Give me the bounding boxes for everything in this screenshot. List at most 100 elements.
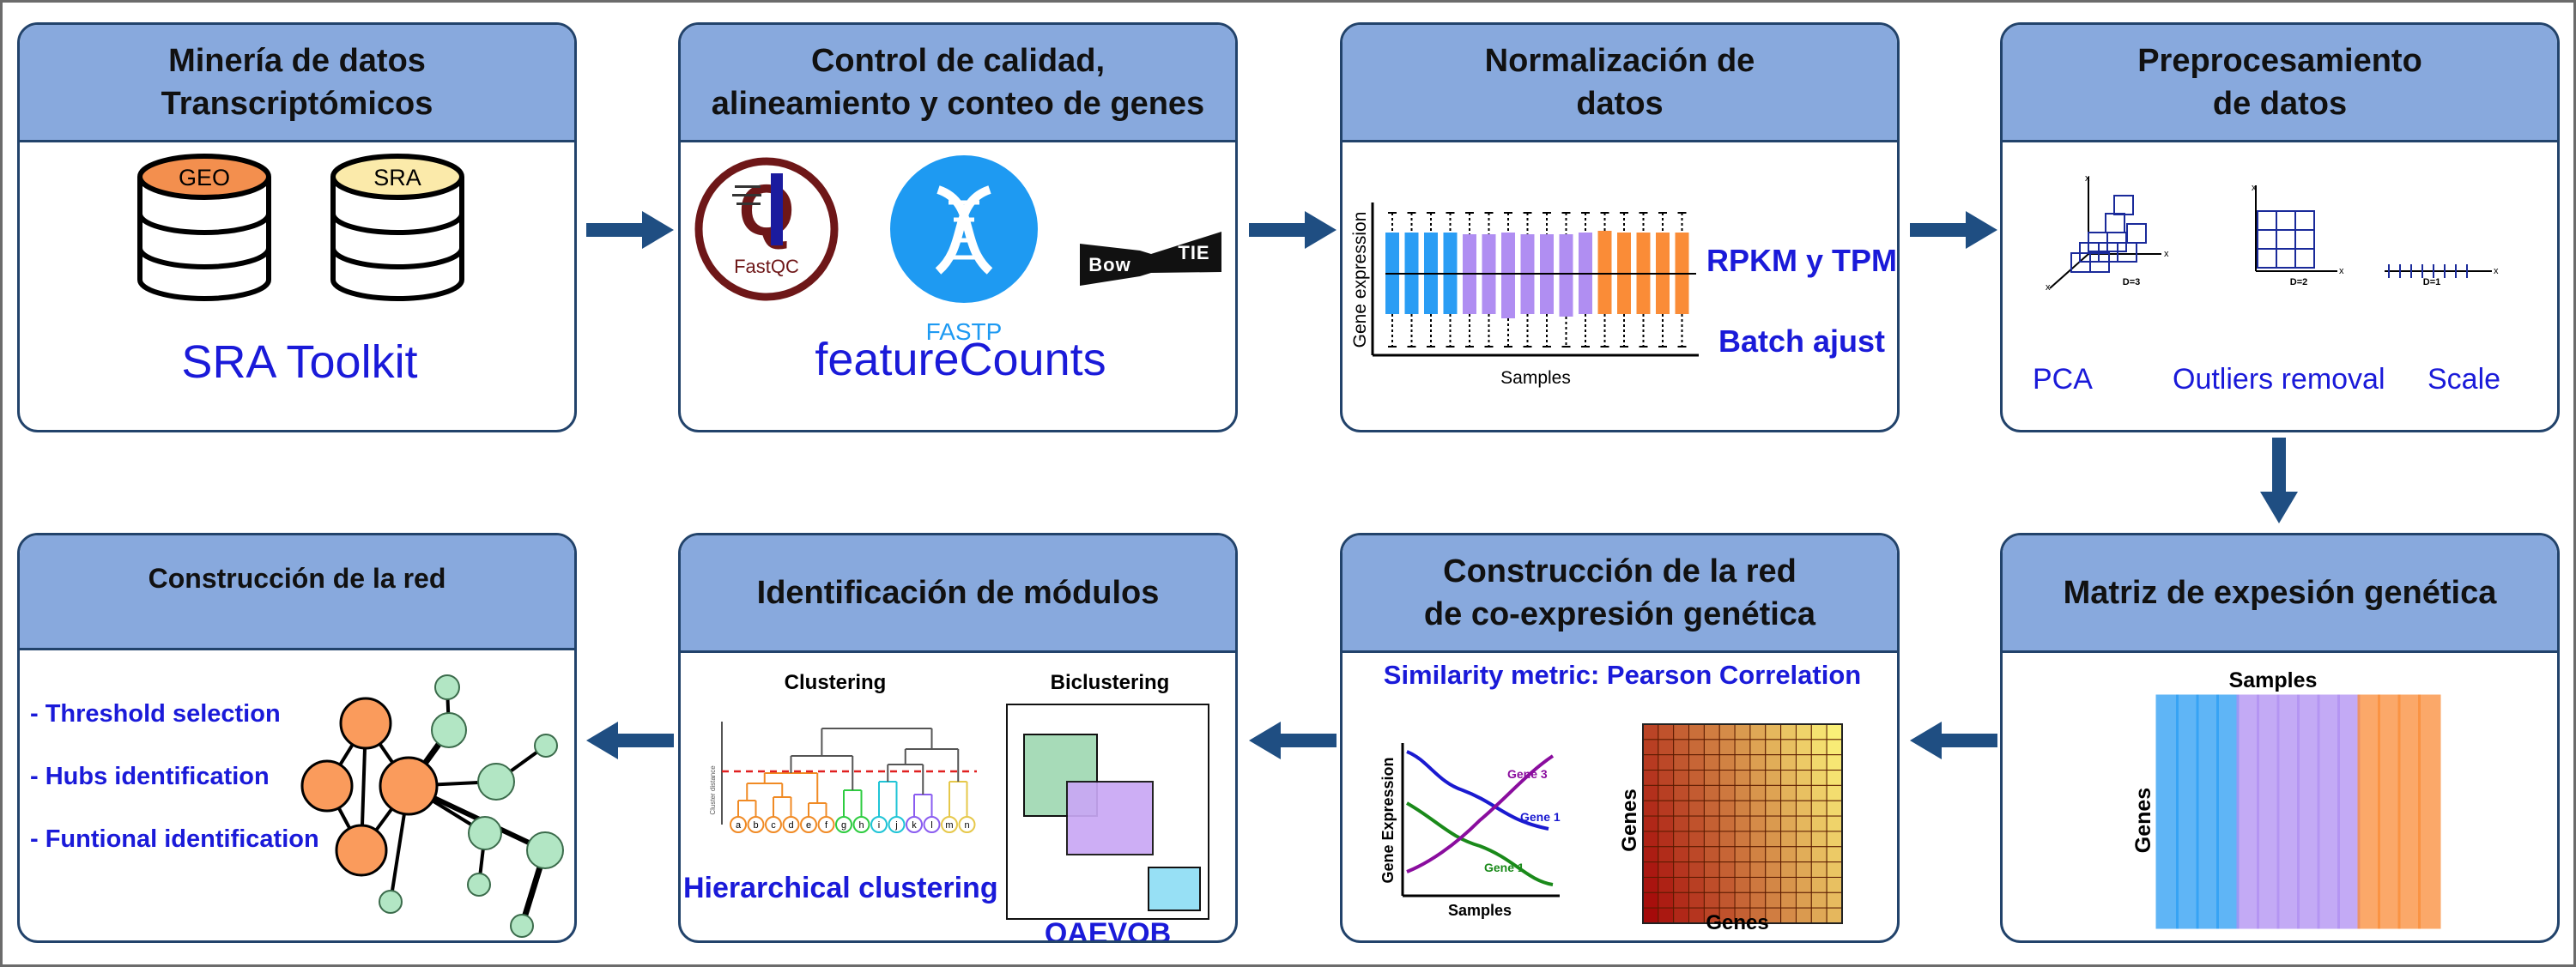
panel-title: Matriz de expesión genética (2063, 575, 2497, 611)
panel-network-construction: Construcción de la red - Threshold selec… (17, 533, 577, 943)
gene-curve (1406, 801, 1554, 886)
preprocessing-diagrams: x x x D=3 x x D=2 (2046, 173, 2499, 293)
heatmap-cell (1765, 876, 1782, 893)
heatmap-cell (1749, 784, 1767, 801)
dim-label: D=3 (2123, 277, 2141, 287)
panel-quality-control: Control de calidad, alineamiento y conte… (678, 22, 1238, 432)
heatmap-cell (1826, 723, 1843, 740)
heatmap-cell (1765, 754, 1782, 771)
heatmap-cell (1658, 846, 1675, 863)
heatmap-cell (1703, 815, 1720, 832)
heatmap-cell (1810, 754, 1827, 771)
panel-title-line-2: Transcriptómicos (161, 86, 433, 122)
matrix-column (2176, 694, 2199, 929)
network-node (477, 763, 515, 801)
dendrogram-leaf-label: l (930, 820, 932, 831)
panel-body: GEO SRA SRA Toolkit (20, 142, 574, 430)
boxplot-chart: Gene expression Samples (1350, 202, 1699, 388)
heatmap-cell (1703, 739, 1720, 756)
heatmap-cell (1703, 846, 1720, 863)
panel-title-line-2: alineamiento y conteo de genes (711, 86, 1205, 122)
heatmap-cell (1826, 846, 1843, 863)
dendrogram-leaf (765, 816, 782, 833)
heatmap-cell (1810, 815, 1827, 832)
heatmap-cell (1658, 907, 1675, 924)
dendrogram-leaf (800, 816, 817, 833)
grid-2d-diagram (2255, 185, 2337, 272)
heatmap-cell (1688, 739, 1705, 756)
heatmap-cell (1734, 891, 1751, 909)
heatmap-cell (1658, 876, 1675, 893)
axis-x1: x (2164, 249, 2169, 259)
heatmap-cell (1718, 784, 1736, 801)
heatmap-cell (1673, 861, 1690, 878)
axis-x2: x (2252, 183, 2257, 193)
panel-title: Identificación de módulos (756, 575, 1160, 611)
heatmap-cell (1749, 831, 1767, 848)
heatmap-cell (1826, 815, 1843, 832)
dendrogram-leaf-label: f (825, 820, 828, 831)
heatmap-cell (1826, 754, 1843, 771)
heatmap-cell (1826, 784, 1843, 801)
heatmap-cell (1718, 876, 1736, 893)
tool-logos: Q FastQC FASTP (694, 155, 1221, 345)
dendrogram-leaf (958, 816, 976, 833)
heatmap-cell (1734, 861, 1751, 878)
panel-title-line-2: datos (1576, 86, 1664, 122)
heatmap-cell (1749, 754, 1767, 771)
heatmap-cell (1765, 891, 1782, 909)
heatmap-cell (1673, 800, 1690, 817)
dendrogram-leaf (852, 816, 870, 833)
heatmap-cell (1642, 815, 1659, 832)
dim-label: D=2 (2290, 277, 2308, 287)
heatmap-cell (1673, 891, 1690, 909)
label-scale: Scale (2428, 363, 2501, 396)
gene-curve (1406, 750, 1549, 831)
bowtie-label-1: Bow (1088, 254, 1130, 275)
network-node (379, 890, 403, 914)
dim-label: D=1 (2423, 277, 2441, 287)
axis-x1: x (2339, 266, 2344, 276)
heatmap-cell (1780, 831, 1797, 848)
step-list-item: - Funtional identification (30, 825, 319, 853)
heatmap-cell (1780, 907, 1797, 924)
panel-coexpression-network: Construcción de la red de co-expresión g… (1340, 533, 1900, 943)
heatmap-cell (1810, 831, 1827, 848)
heatmap-cell (1642, 770, 1659, 786)
line-1d-diagram (2385, 264, 2492, 278)
heatmap-cell (1673, 846, 1690, 863)
axis-ylabel: Gene Expression (1379, 757, 1397, 883)
heatmap-cell (1795, 876, 1812, 893)
heatmap-cell (1658, 754, 1675, 771)
heatmap-cell (1673, 876, 1690, 893)
flow-arrow-right (1910, 211, 1997, 249)
heatmap-cell (1780, 846, 1797, 863)
heatmap-cell (1688, 815, 1705, 832)
dendrogram-leaf (817, 816, 835, 833)
gene-label: Gene 1 (1484, 861, 1524, 874)
axis-x2: x (2085, 173, 2090, 184)
network-node (467, 873, 491, 897)
panel-module-identification: Identificación de módulos Clustering Bic… (678, 533, 1238, 943)
panel-body: - Threshold selection - Hubs identificat… (20, 653, 574, 940)
dendrogram-leaf (782, 816, 800, 833)
heatmap-cell (1673, 723, 1690, 740)
panel-header: Construcción de la red (20, 535, 574, 650)
heatmap-cell (1765, 723, 1782, 740)
heatmap-cell (1765, 815, 1782, 832)
heatmap-cell (1826, 907, 1843, 924)
heatmap-cell (1734, 739, 1751, 756)
panel-body: Similarity metric: Pearson Correlation G… (1343, 653, 1897, 940)
heatmap-cell (1658, 800, 1675, 817)
dendrogram-leaf-label: h (858, 820, 864, 831)
matrix-column (2418, 694, 2441, 929)
flow-arrow-right (586, 211, 674, 249)
heatmap-cell (1673, 815, 1690, 832)
label-outliers: Outliers removal (2173, 363, 2385, 396)
heatmap-cell (1795, 891, 1812, 909)
method-hierarchical: Hierarchical clustering (683, 872, 998, 904)
matrix-column (2236, 694, 2259, 929)
heatmap-cell (1658, 861, 1675, 878)
panel-title-line-1: Minería de datos (168, 43, 426, 79)
heatmap-cell (1703, 800, 1720, 817)
